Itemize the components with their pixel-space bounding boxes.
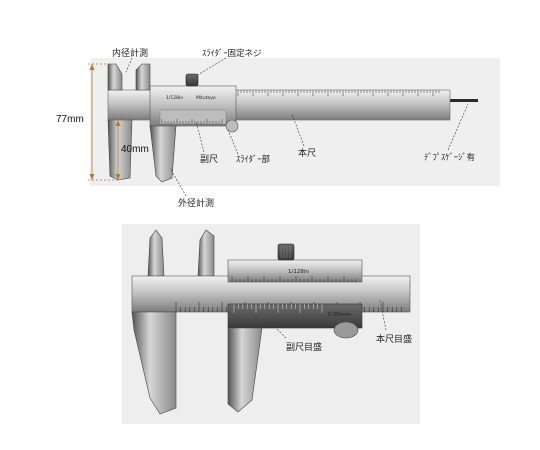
dim-40-arrow-bottom <box>115 174 121 180</box>
top-main-scale-ticks <box>237 90 440 96</box>
dim-40-arrow-top <box>115 120 121 126</box>
bottom-resolution-engraving: 0.05mm <box>328 312 351 318</box>
bottom-lock-screw <box>277 243 295 261</box>
top-lock-screw <box>185 73 199 87</box>
top-slider-upper-jaw <box>135 63 151 91</box>
leader-depth-gauge <box>447 103 469 151</box>
top-brand-engraving: Mitutoyo <box>196 95 216 101</box>
bottom-vernier-ticks <box>233 304 323 313</box>
top-fixed-upper-jaw <box>107 63 123 91</box>
dim-77-arrow-top <box>89 64 95 70</box>
depth-gauge-rod <box>440 99 478 102</box>
leader-main-scale <box>291 113 305 147</box>
label-vernier: 副尺 <box>200 154 218 165</box>
label-vernier-scale: 副尺目盛 <box>286 341 322 353</box>
leader-slider-lock <box>195 57 227 77</box>
label-main-scale: 本尺 <box>298 147 316 159</box>
top-slider-lower-jaw <box>149 125 177 183</box>
leader-vernier-scale <box>267 319 287 339</box>
leader-outer-measure <box>169 167 187 197</box>
label-outer-measure: 外径計測 <box>178 197 214 209</box>
lock-screw-knurl <box>280 246 291 258</box>
bottom-slider-upper-plate <box>227 259 363 283</box>
bottom-slider-outer-jaw <box>227 327 263 413</box>
bottom-upper-inch-ticks <box>231 276 357 282</box>
top-vernier-plate <box>159 109 227 125</box>
bottom-thumb-wheel <box>333 321 359 339</box>
label-depth-gauge: ﾃﾞﾌﾟｽｹﾞｰｼﾞ有 <box>424 152 475 163</box>
label-inner-measure: 内径計測 <box>112 47 148 59</box>
bottom-fixed-outer-jaw <box>131 311 177 415</box>
label-main-scale-marks: 本尺目盛 <box>376 333 412 345</box>
label-slider: ｽﾗｲﾀﾞｰ部 <box>236 154 271 165</box>
dim-77-label: 77mm <box>56 114 84 125</box>
bottom-caliper-closeup: 1/128in 0.05mm 副尺目盛 本尺目盛 <box>122 224 420 424</box>
bottom-fraction-engraving: 1/128in <box>288 269 309 275</box>
dim-40-label: 40mm <box>121 144 149 155</box>
top-resolution-engraving: 1/128in <box>166 95 183 101</box>
top-thumb-wheel <box>225 119 239 133</box>
leader-main-scale-marks <box>379 299 387 331</box>
leader-vernier <box>195 121 205 153</box>
top-caliper-diagram: Mitutoyo 1/128in 77mm 40mm 内径計測 ｽﾗｲﾀﾞｰ固定… <box>56 47 500 209</box>
dim-77-arrow-bottom <box>89 174 95 180</box>
label-slider-lock: ｽﾗｲﾀﾞｰ固定ネジ <box>202 48 262 59</box>
top-vernier-ticks <box>161 119 223 124</box>
leader-slider <box>227 129 239 155</box>
leader-inner-measure <box>125 57 133 73</box>
